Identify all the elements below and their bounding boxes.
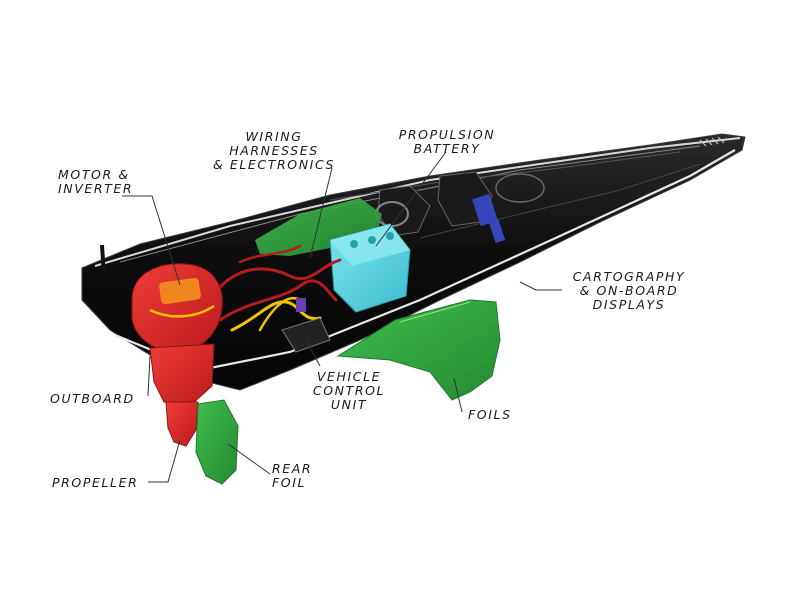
label-foils: FOILS (468, 407, 512, 422)
label-wiring-harnesses: WIRING HARNESSES & ELECTRONICS (212, 129, 336, 172)
label-outboard: OUTBOARD (50, 391, 135, 406)
outboard-motor (131, 263, 223, 447)
cockpit-seats (375, 171, 545, 244)
label-vehicle-control-unit: VEHICLE CONTROL UNIT (312, 369, 386, 412)
label-propeller: PROPELLER (52, 475, 139, 490)
rear-foil (195, 399, 239, 485)
foils (336, 299, 501, 401)
wiring-cables (208, 244, 342, 332)
propulsion-battery (329, 223, 411, 313)
label-cartography-displays: CARTOGRAPHY & ON-BOARD DISPLAYS (572, 269, 686, 312)
label-propulsion-battery: PROPULSION BATTERY (398, 127, 496, 156)
label-motor-inverter: MOTOR & INVERTER (58, 167, 134, 196)
vehicle-control-unit (281, 317, 331, 353)
leader-lines (122, 151, 562, 483)
label-rear-foil: REAR FOIL (272, 461, 313, 490)
